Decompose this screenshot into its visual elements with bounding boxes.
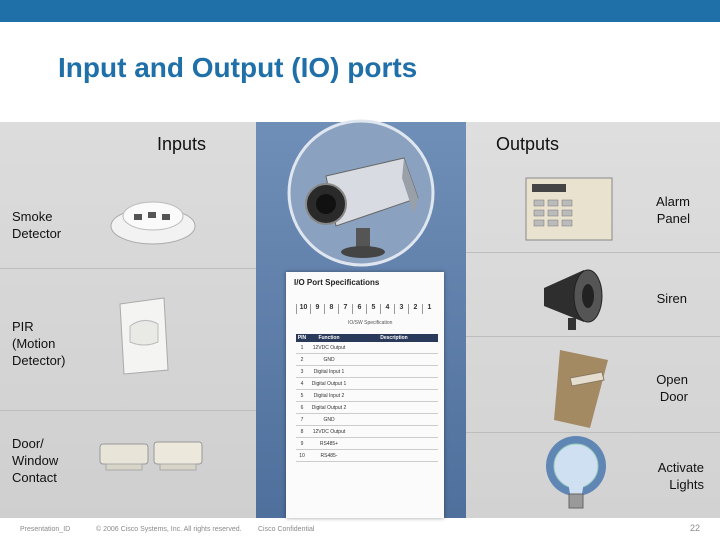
light-bulb-image bbox=[546, 436, 606, 509]
function-cell: GND bbox=[308, 353, 350, 366]
description-cell bbox=[350, 365, 438, 378]
function-cell: Digital Input 1 bbox=[308, 365, 350, 378]
confidential-notice: Cisco Confidential bbox=[258, 526, 315, 533]
spec-sheet-title: I/O Port Specifications bbox=[294, 278, 380, 287]
pin-cell: 6 bbox=[296, 401, 308, 414]
function-cell: 12VDC Output bbox=[308, 425, 350, 438]
page-number: 22 bbox=[689, 523, 700, 533]
description-cell bbox=[350, 401, 438, 414]
pin-cell: 1 bbox=[296, 342, 308, 354]
pin-cell: 8 bbox=[296, 425, 308, 438]
pin-cell: 4 bbox=[296, 377, 308, 390]
pin-number: 6 bbox=[352, 304, 366, 314]
outputs-divider bbox=[466, 252, 720, 253]
description-cell bbox=[350, 449, 438, 462]
pin-number: 1 bbox=[422, 304, 436, 314]
pin-cell: 2 bbox=[296, 353, 308, 366]
door-handle-image bbox=[554, 350, 608, 428]
outputs-divider bbox=[466, 336, 720, 337]
pin-number: 10 bbox=[296, 304, 310, 314]
function-cell: GND bbox=[308, 413, 350, 426]
function-cell: Digital Output 2 bbox=[308, 401, 350, 414]
pin-number: 3 bbox=[394, 304, 408, 314]
siren-image bbox=[544, 269, 603, 330]
outputs-header: Outputs bbox=[496, 134, 560, 154]
description-cell bbox=[350, 413, 438, 426]
open-door-label: Open Door bbox=[656, 372, 688, 404]
pin-cell: 5 bbox=[296, 389, 308, 402]
pin-number: 5 bbox=[366, 304, 380, 314]
pin-cell: 7 bbox=[296, 413, 308, 426]
description-cell bbox=[350, 437, 438, 450]
inputs-header: Inputs bbox=[157, 134, 207, 154]
pir-sensor-image bbox=[119, 297, 169, 375]
door-window-contact-label: Door/ Window Contact bbox=[12, 436, 59, 485]
presentation-id: Presentation_ID bbox=[20, 526, 71, 533]
pin-number: 2 bbox=[408, 304, 422, 314]
door-contact-image bbox=[99, 441, 203, 471]
pin-cell: 3 bbox=[296, 365, 308, 378]
function-cell: 12VDC Output bbox=[308, 342, 350, 354]
inputs-divider bbox=[0, 410, 256, 411]
smoke-detector-image bbox=[110, 201, 196, 245]
pin-cell: 9 bbox=[296, 437, 308, 450]
pir-motion-detector-label: PIR (Motion Detector) bbox=[12, 319, 66, 368]
column-header: PIN bbox=[296, 334, 308, 342]
pin-cell: 10 bbox=[296, 449, 308, 462]
description-cell bbox=[350, 425, 438, 438]
pin-number: 9 bbox=[310, 304, 324, 314]
function-cell: Digital Output 1 bbox=[308, 377, 350, 390]
pin-caption: IO/SW Specification bbox=[348, 320, 393, 326]
pin-header-row: 10 9 8 7 6 5 4 3 2 1 bbox=[296, 304, 436, 314]
column-header: Function bbox=[308, 334, 350, 342]
outputs-divider bbox=[466, 432, 720, 433]
alarm-panel-image bbox=[525, 177, 613, 241]
copyright-notice: © 2006 Cisco Systems, Inc. All rights re… bbox=[96, 526, 242, 533]
siren-label: Siren bbox=[656, 291, 687, 306]
ip-camera-image bbox=[287, 119, 435, 267]
pin-number: 4 bbox=[380, 304, 394, 314]
function-cell: Digital Input 2 bbox=[308, 389, 350, 402]
function-cell: RS485+ bbox=[308, 437, 350, 450]
column-header: Description bbox=[350, 334, 438, 342]
function-cell: RS485- bbox=[308, 449, 350, 462]
description-cell bbox=[350, 353, 438, 366]
inputs-divider bbox=[0, 268, 256, 269]
io-spec-sheet: I/O Port Specifications 10 9 8 7 6 5 4 3… bbox=[286, 272, 444, 518]
alarm-panel-label: Alarm Panel bbox=[656, 194, 690, 226]
pin-number: 8 bbox=[324, 304, 338, 314]
description-cell bbox=[350, 377, 438, 390]
activate-lights-label: Activate Lights bbox=[657, 460, 704, 492]
slide-title: Input and Output (IO) ports bbox=[58, 52, 418, 83]
top-bar bbox=[0, 0, 720, 22]
pin-number: 7 bbox=[338, 304, 352, 314]
smoke-detector-label: Smoke Detector bbox=[12, 209, 62, 241]
description-cell bbox=[350, 342, 438, 354]
description-cell bbox=[350, 389, 438, 402]
